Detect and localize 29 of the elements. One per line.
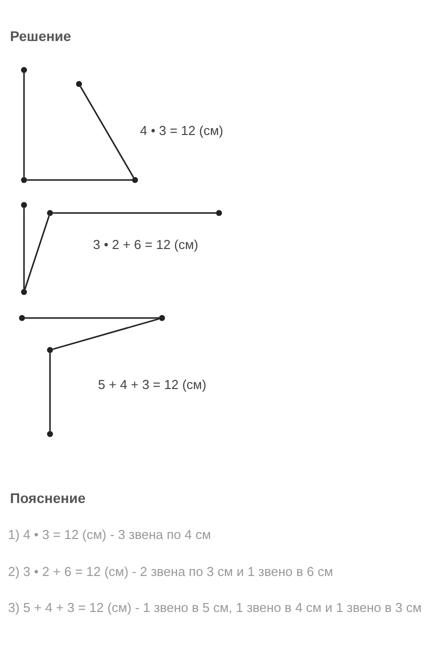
line-segment (52, 318, 160, 350)
point-marker (47, 347, 53, 353)
point-marker (47, 210, 53, 216)
heading: Решение (10, 28, 72, 44)
point-marker (47, 431, 53, 437)
equation: 5 + 4 + 3 = 12 (см) (98, 377, 208, 392)
point-marker (19, 315, 25, 321)
point-marker (216, 210, 222, 216)
point-marker (76, 81, 82, 87)
line-segment (25, 317, 159, 319)
line-segment (23, 73, 25, 177)
line-segment (80, 86, 134, 178)
point-marker (159, 315, 165, 321)
equation: 4 • 3 = 12 (см) (140, 123, 224, 138)
explanation-text: 3) 5 + 4 + 3 = 12 (см) - 1 звено в 5 см, 1 звено в 4 см и 1 звено в 3 см (8, 600, 423, 615)
line-segment (49, 353, 51, 431)
line-segment (23, 208, 25, 289)
line-segment (24, 216, 50, 290)
line-segment (53, 212, 216, 214)
heading: Пояснение (10, 490, 86, 506)
point-marker (21, 67, 27, 73)
point-marker (21, 177, 27, 183)
equation: 3 • 2 + 6 = 12 (см) (93, 237, 200, 252)
point-marker (132, 177, 138, 183)
explanation-text: 1) 4 • 3 = 12 (см) - 3 звена по 4 см (8, 527, 212, 542)
line-segment (27, 179, 132, 181)
point-marker (21, 289, 27, 295)
point-marker (21, 202, 27, 208)
explanation-text: 2) 3 • 2 + 6 = 12 (см) - 2 звена по 3 см и 1 звено в 6 см (8, 564, 334, 579)
